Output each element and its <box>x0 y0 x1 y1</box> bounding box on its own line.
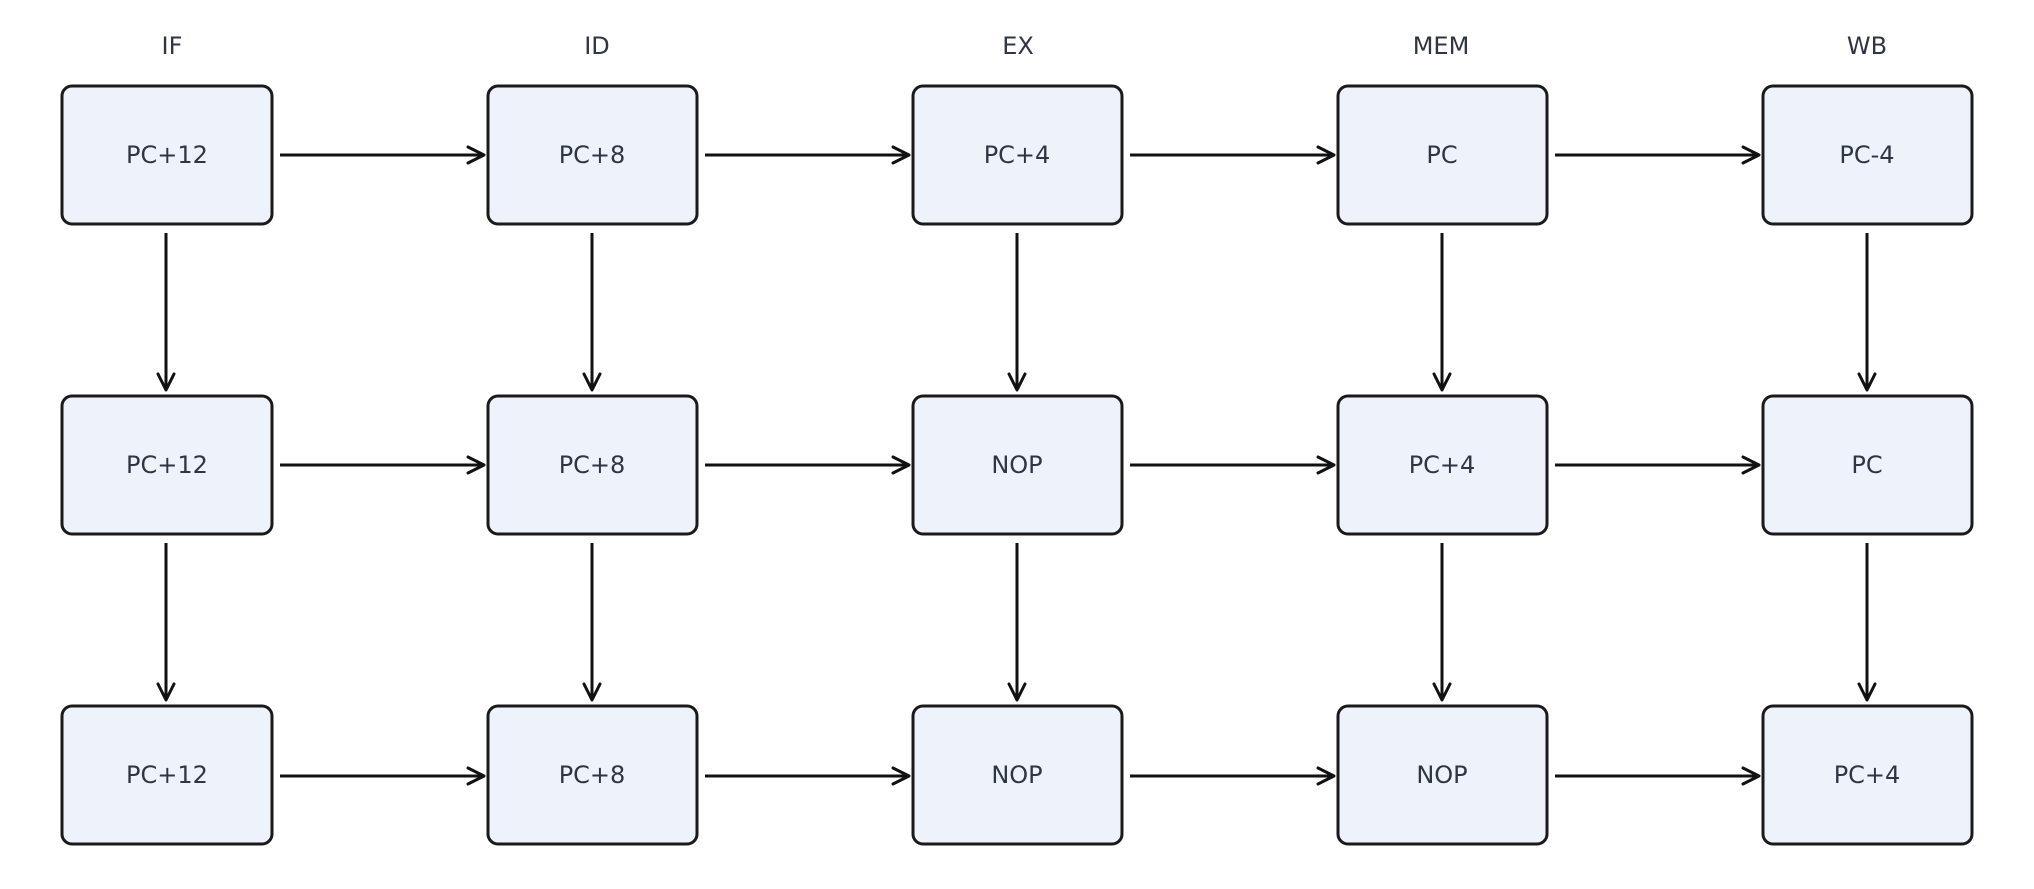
row-1: PC+12 PC+8 NOP PC+4 PC <box>60 394 1974 536</box>
node-label: NOP <box>991 761 1042 789</box>
node-r2-if: PC+12 <box>60 704 274 846</box>
node-r2-ex: NOP <box>911 704 1124 846</box>
node-r0-wb: PC-4 <box>1761 84 1974 226</box>
node-box <box>486 84 699 226</box>
node-box <box>911 704 1124 846</box>
node-r0-if: PC+12 <box>60 84 274 226</box>
node-label: PC+4 <box>1834 761 1901 789</box>
stage-label-wb: WB <box>1847 32 1887 60</box>
node-r1-if: PC+12 <box>60 394 274 536</box>
node-label: PC <box>1851 451 1882 479</box>
node-box <box>1761 704 1974 846</box>
node-label: PC+12 <box>126 451 208 479</box>
node-box <box>60 394 274 536</box>
node-r1-mem: PC+4 <box>1336 394 1549 536</box>
node-box <box>486 394 699 536</box>
row-2: PC+12 PC+8 NOP NOP PC+4 <box>60 704 1974 846</box>
node-box <box>1336 84 1549 226</box>
node-label: PC+4 <box>1409 451 1476 479</box>
node-box <box>1336 704 1549 846</box>
node-box <box>60 84 274 226</box>
node-r0-id: PC+8 <box>486 84 699 226</box>
node-label: PC-4 <box>1839 141 1894 169</box>
stage-label-mem: MEM <box>1413 32 1470 60</box>
node-box <box>1761 84 1974 226</box>
node-label: PC+12 <box>126 761 208 789</box>
node-r2-wb: PC+4 <box>1761 704 1974 846</box>
node-r2-mem: NOP <box>1336 704 1549 846</box>
node-label: PC+12 <box>126 141 208 169</box>
edges <box>156 145 1877 786</box>
node-label: PC+8 <box>559 141 626 169</box>
node-box <box>60 704 274 846</box>
row-0: PC+12 PC+8 PC+4 PC PC-4 <box>60 84 1974 226</box>
stage-label-ex: EX <box>1002 32 1034 60</box>
node-box <box>911 84 1124 226</box>
node-box <box>486 704 699 846</box>
node-label: PC+4 <box>984 141 1051 169</box>
node-r1-ex: NOP <box>911 394 1124 536</box>
node-label: NOP <box>991 451 1042 479</box>
node-label: PC <box>1426 141 1457 169</box>
node-box <box>911 394 1124 536</box>
node-label: NOP <box>1416 761 1467 789</box>
node-r1-id: PC+8 <box>486 394 699 536</box>
node-r0-mem: PC <box>1336 84 1549 226</box>
stage-header: IF ID EX MEM WB <box>162 32 1888 60</box>
node-label: PC+8 <box>559 451 626 479</box>
node-r1-wb: PC <box>1761 394 1974 536</box>
stage-label-if: IF <box>162 32 183 60</box>
node-label: PC+8 <box>559 761 626 789</box>
node-box <box>1761 394 1974 536</box>
stage-label-id: ID <box>584 32 610 60</box>
node-r0-ex: PC+4 <box>911 84 1124 226</box>
node-box <box>1336 394 1549 536</box>
node-r2-id: PC+8 <box>486 704 699 846</box>
